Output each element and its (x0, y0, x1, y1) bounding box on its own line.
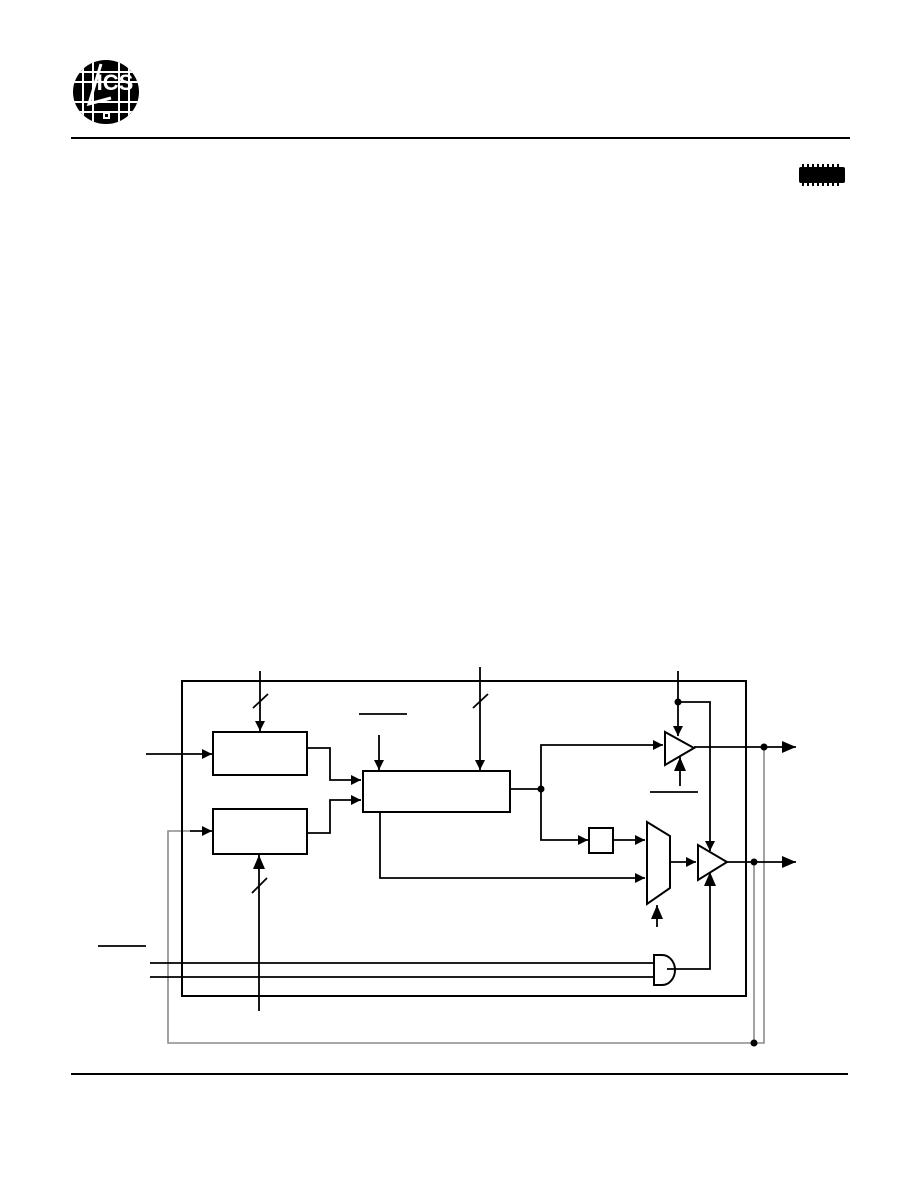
header-rule (71, 137, 850, 139)
feedback-divider-block (212, 808, 308, 855)
junction-dot (760, 743, 768, 751)
output-divider-block (588, 827, 614, 854)
junction-dot (750, 1039, 758, 1047)
input-divider-block (212, 731, 308, 776)
ics-logo-icon: ICS (73, 60, 139, 124)
junction-dot (750, 858, 758, 866)
pll-block (362, 770, 511, 813)
output-mux (646, 820, 671, 906)
and-gate (653, 954, 676, 986)
junction-dot (537, 785, 545, 793)
logo-text: ICS (97, 70, 134, 95)
output-buffer-2 (697, 843, 729, 882)
output-buffer-1 (664, 730, 697, 767)
chip-package-icon (799, 164, 845, 186)
chip-boundary (181, 680, 747, 997)
footer-rule (71, 1073, 848, 1075)
junction-dot (674, 698, 682, 706)
feedback-path (167, 747, 765, 1044)
